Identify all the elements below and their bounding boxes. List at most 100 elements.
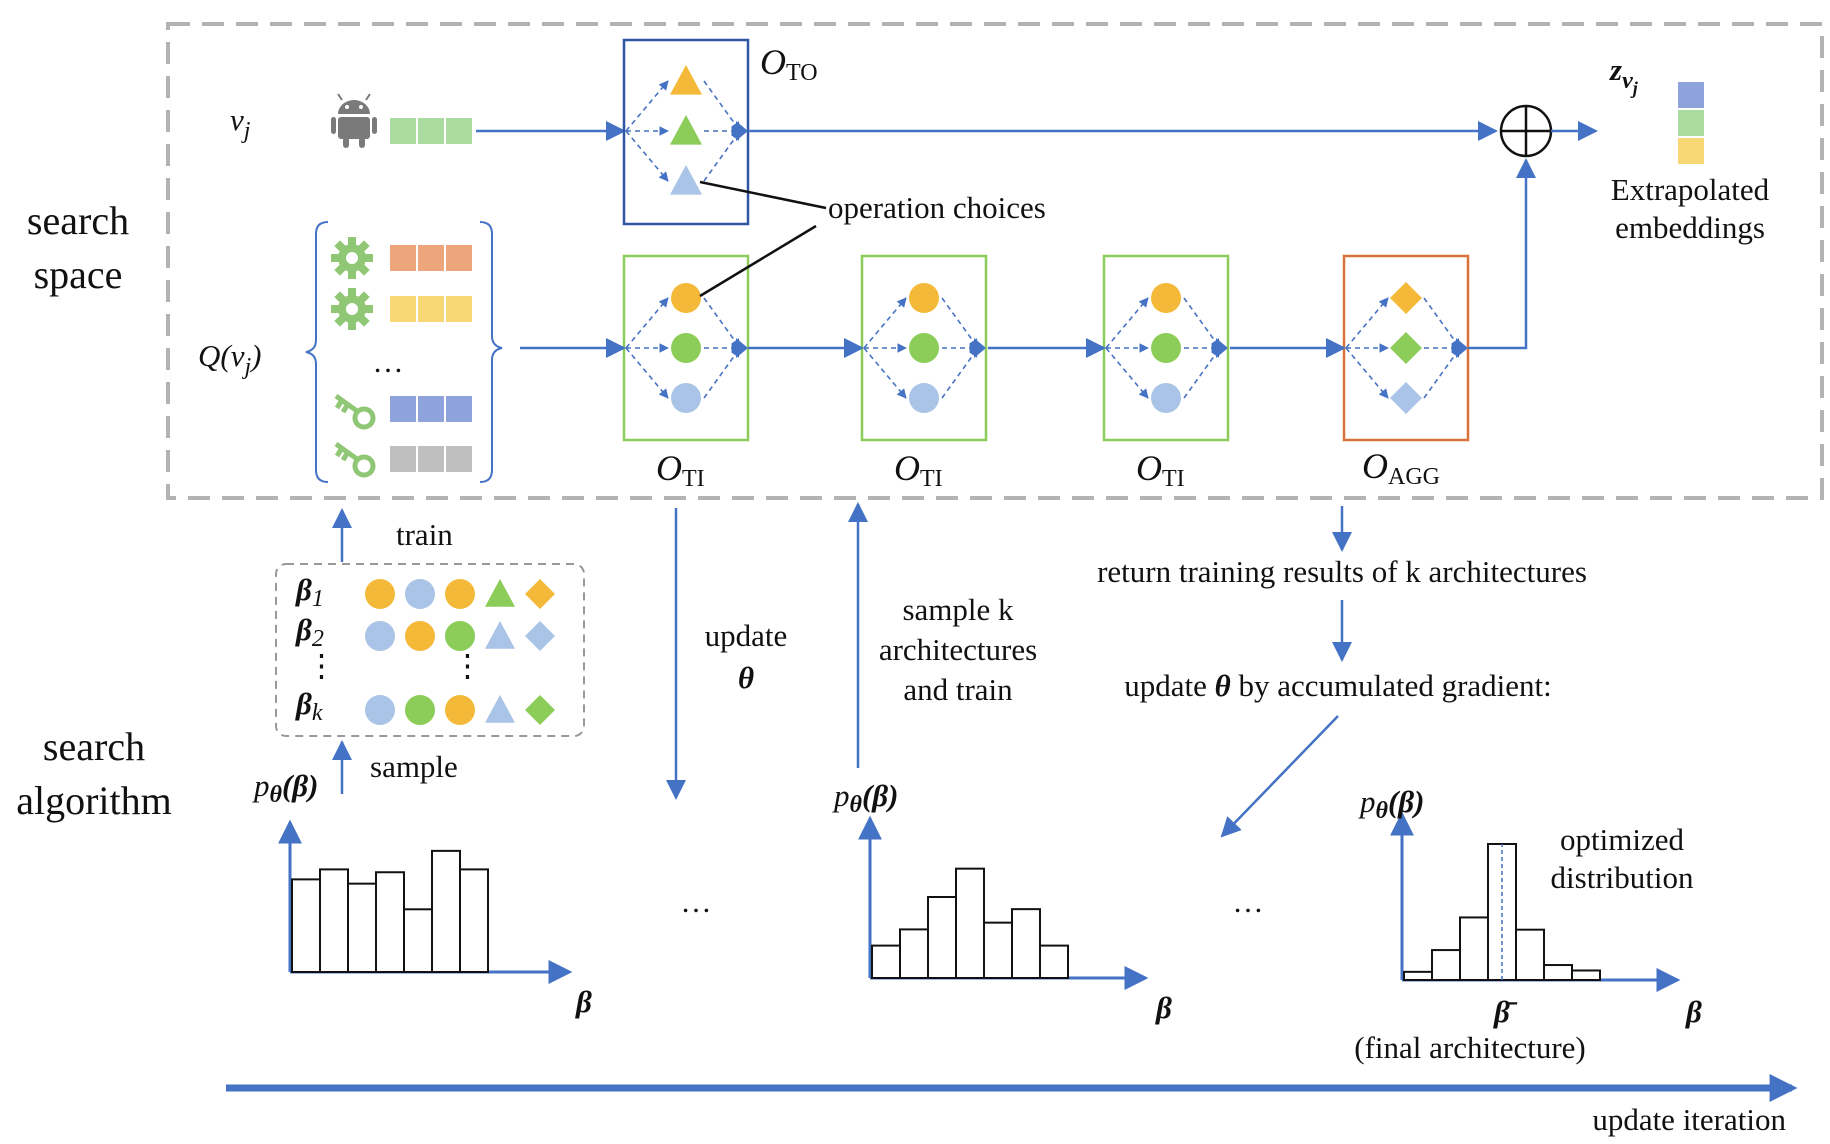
- o-ti-label-3: OTI: [1136, 448, 1185, 492]
- o-to-label: OTO: [760, 42, 818, 86]
- o-to-box-in-edge: [625, 80, 669, 132]
- histogram-bar: [1011, 908, 1041, 980]
- o-ti-box-2-in-edge: [863, 297, 907, 349]
- histogram-bar: [431, 849, 461, 973]
- beta-row-3-circle-choice: [405, 695, 435, 725]
- q-left-brace: [305, 221, 329, 483]
- histogram-bar: [1459, 916, 1489, 982]
- update-gradient-label: update θ by accumulated gradient:: [1124, 668, 1552, 703]
- o-to-box-triangle-choice: [670, 165, 702, 195]
- o-ti-box-2: [860, 254, 988, 442]
- o-to-box-triangle-choice: [670, 65, 702, 95]
- histogram-bar: [899, 928, 929, 980]
- beta-axis-label: β: [1155, 990, 1172, 1025]
- o-ti-box-2-out-edge: [941, 347, 979, 399]
- o-ti-box-2-circle-choice: [909, 283, 939, 313]
- optimized-label-line2: distribution: [1551, 860, 1694, 895]
- histogram-bar: [375, 871, 405, 973]
- o-ti-box-2-circle-choice: [909, 383, 939, 413]
- distribution-chart-1: pθ(β)β: [252, 768, 592, 1019]
- beta-row-1-triangle-choice: [485, 579, 515, 607]
- o-ti-box-3-out-edge: [1183, 297, 1221, 349]
- p-theta-label: pθ(β): [1358, 784, 1425, 824]
- o-ti-box-1-in-edge: [625, 347, 669, 399]
- operation-boxes: [622, 38, 1470, 442]
- android-icon: [331, 93, 377, 148]
- o-agg-box-in-edge: [1345, 347, 1389, 399]
- q-right-brace: [479, 221, 503, 483]
- o-ti-box-3-circle-choice: [1151, 383, 1181, 413]
- beta-row-2-circle-choice: [445, 621, 475, 651]
- emb-row-1: [390, 245, 472, 271]
- beta-row-2-circle-choice: [405, 621, 435, 651]
- dots-middle-2: …: [1233, 884, 1264, 919]
- extrapolated-emb-green: [1678, 110, 1704, 136]
- o-ti-box-1-in-edge: [625, 297, 669, 349]
- return-results-label: return training results of k architectur…: [1097, 554, 1587, 589]
- gear-icon: [331, 237, 373, 279]
- beta-row-3-circle-choice: [445, 695, 475, 725]
- beta-row-2-triangle-choice: [485, 621, 515, 649]
- o-ti-box-3-in-edge: [1105, 347, 1149, 399]
- beta-row-3-circle-choice: [365, 695, 395, 725]
- q-vj-label: Q(vj): [198, 338, 261, 380]
- o-ti-label-2: OTI: [894, 448, 943, 492]
- o-ti-box-2-merge-marker: [974, 338, 986, 358]
- beta-axis-label: β: [1685, 994, 1702, 1029]
- v-j-label: vj: [230, 102, 251, 144]
- histogram-bar: [1543, 964, 1573, 981]
- histogram-bar: [403, 908, 433, 973]
- o-ti-box-3-circle-choice: [1151, 333, 1181, 363]
- o-to-box-in-edge: [625, 130, 669, 182]
- gear-icon: [331, 288, 373, 330]
- histogram-bar: [1403, 970, 1433, 982]
- emb-row-4: [390, 446, 472, 472]
- o-agg-label: OAGG: [1362, 446, 1440, 490]
- q-ellipsis: …: [373, 344, 404, 379]
- callout-line-1: [699, 180, 827, 210]
- histogram-bar: [983, 921, 1013, 980]
- distribution-charts: pθ(β)βpθ(β)βpθ(β)ββ̄: [252, 768, 1702, 1029]
- extrapolated-emb-yellow: [1678, 138, 1704, 164]
- sample-k-line2: architectures: [879, 632, 1037, 667]
- update-label: update: [705, 618, 788, 653]
- o-ti-label-1: OTI: [656, 448, 705, 492]
- distribution-chart-3: pθ(β) β: [1358, 784, 1702, 1029]
- train-label: train: [396, 517, 453, 552]
- o-agg-box-merge-marker: [1456, 338, 1468, 358]
- search-space-label-line1: search: [27, 198, 129, 243]
- histogram-bar: [291, 878, 321, 973]
- key-icon: [334, 393, 376, 430]
- o-ti-box-3: [1102, 254, 1230, 442]
- v-j-embedding: [390, 118, 472, 144]
- o-agg-box: [1342, 254, 1470, 442]
- search-algorithm-label-line1: search: [43, 724, 145, 769]
- vdots-right: ⋮: [452, 648, 483, 683]
- o-agg-box-out-edge: [1423, 347, 1461, 399]
- sample-k-line1: sample k: [902, 592, 1014, 627]
- o-agg-box-diamond-choice: [1390, 382, 1422, 414]
- search-space-border: [166, 22, 1824, 500]
- extrapolated-label-line2: embeddings: [1615, 210, 1765, 245]
- o-to-box-out-edge: [703, 80, 741, 132]
- o-ti-box-1: [622, 254, 750, 442]
- final-architecture-label: (final architecture): [1354, 1030, 1586, 1065]
- histogram-bar: [459, 868, 489, 974]
- o-ti-box-3-merge-marker: [1216, 338, 1228, 358]
- beta-row-2-diamond-choice: [525, 621, 555, 651]
- o-ti-box-3-in-edge: [1105, 297, 1149, 349]
- beta-row-3-diamond-choice: [525, 695, 555, 725]
- o-to-box-triangle-choice: [670, 115, 702, 145]
- o-agg-box-diamond-choice: [1390, 332, 1422, 364]
- o-agg-box-diamond-choice: [1390, 282, 1422, 314]
- optimized-label-line1: optimized: [1560, 822, 1684, 857]
- o-ti-box-3-out-edge: [1183, 347, 1221, 399]
- o-ti-box-2-in-edge: [863, 347, 907, 399]
- o-agg-box-in-edge: [1345, 297, 1389, 349]
- update-iteration-label: update iteration: [1592, 1102, 1786, 1137]
- histogram-bar: [927, 896, 957, 979]
- z-vj-label: zvj: [1609, 52, 1639, 98]
- o-ti-box-1-circle-choice: [671, 283, 701, 313]
- histogram-bar: [1431, 949, 1461, 982]
